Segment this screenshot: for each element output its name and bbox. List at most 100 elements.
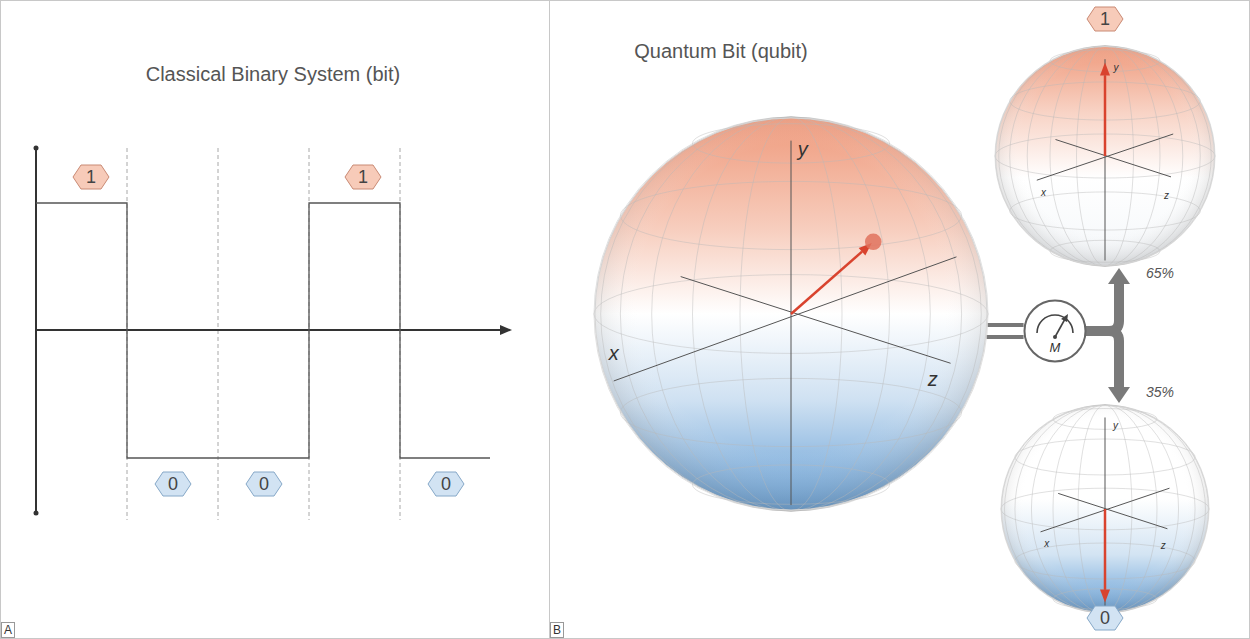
bit-value: 0 xyxy=(441,475,451,493)
bit-value-hexagon: 0 xyxy=(1086,605,1124,631)
longitude-line xyxy=(1078,405,1132,613)
bit-value-hexagon: 1 xyxy=(1086,6,1124,32)
sphere-drawing xyxy=(1001,405,1209,613)
sphere-shading xyxy=(595,118,987,510)
axis-label: x xyxy=(609,343,619,363)
state-vector-head xyxy=(1100,590,1110,603)
axis-label: y xyxy=(798,139,808,159)
sphere-outline xyxy=(1002,406,1209,613)
panel-letter: A xyxy=(1,622,15,638)
axis-label: z xyxy=(1161,541,1166,551)
bit-value-hexagon: 0 xyxy=(154,471,192,497)
figure-panel: Classical Binary System (bit) A 1 0 0 1 0 xyxy=(0,0,550,639)
axis-label: z xyxy=(1164,191,1169,201)
arrowhead xyxy=(1108,268,1130,284)
axis-line xyxy=(681,277,951,364)
sphere-grid xyxy=(594,117,988,511)
longitude-line xyxy=(594,117,988,511)
panel-title: Classical Binary System (bit) xyxy=(146,64,401,84)
sphere-grid xyxy=(995,46,1215,266)
probability-label: 65% xyxy=(1145,266,1175,280)
axis-end-dot xyxy=(34,511,39,516)
longitude-line xyxy=(1050,46,1160,266)
meter-pivot xyxy=(1053,335,1057,339)
panel-letter: B xyxy=(550,622,564,638)
axis-line xyxy=(791,141,792,505)
meter-scale xyxy=(1037,315,1073,333)
time-slot-dividers xyxy=(127,148,400,520)
bit-value-hexagon: 1 xyxy=(72,164,110,190)
longitude-line xyxy=(1031,405,1178,613)
hexagon-shape xyxy=(428,472,464,496)
longitude-line xyxy=(1001,405,1209,613)
axis-line xyxy=(1058,493,1167,528)
connector-line xyxy=(988,323,1024,327)
connector-path xyxy=(1086,331,1119,387)
longitude-line xyxy=(1053,405,1157,613)
sphere-drawing xyxy=(594,117,988,511)
longitude-line xyxy=(601,117,982,511)
axis-line xyxy=(614,257,957,381)
bit-value: 0 xyxy=(1100,609,1110,627)
longitude-line xyxy=(1015,405,1195,613)
connector xyxy=(1086,268,1130,331)
state-vector xyxy=(1104,76,1107,157)
bit-value-hexagon: 0 xyxy=(427,471,465,497)
sphere-outline xyxy=(595,118,987,510)
bit-value: 1 xyxy=(86,168,96,186)
connector-line xyxy=(987,335,1024,339)
hexagon-shape xyxy=(1087,7,1123,31)
bloch-sphere: y x z xyxy=(594,117,988,511)
hexagon-shape xyxy=(246,472,282,496)
longitude-line xyxy=(999,46,1212,266)
sphere-outline xyxy=(996,47,1215,266)
axis-end-dot xyxy=(34,146,39,151)
connector-path xyxy=(1086,284,1119,331)
longitude-line xyxy=(1010,46,1201,266)
longitude-line xyxy=(620,117,961,511)
bit-value-hexagon: 1 xyxy=(344,164,382,190)
bit-value-hexagon: 0 xyxy=(245,471,283,497)
state-vector-head xyxy=(1100,63,1110,76)
hexagon-shape xyxy=(73,165,109,189)
probability-label: 35% xyxy=(1145,385,1175,399)
sphere-shading xyxy=(996,47,1215,266)
meter-needle xyxy=(1055,319,1065,337)
meter-label: M xyxy=(1050,341,1061,354)
state-vector xyxy=(1104,509,1107,590)
axis-arrowhead xyxy=(500,325,512,335)
longitude-line xyxy=(652,117,931,511)
state-vector xyxy=(791,252,862,314)
meter-outline xyxy=(1025,301,1086,362)
hexagon-shape xyxy=(1087,606,1123,630)
time-axis xyxy=(36,329,502,331)
measurement-meter: M xyxy=(1023,299,1087,363)
arrowhead xyxy=(1108,387,1130,403)
sphere-shading xyxy=(1002,406,1209,613)
bit-value: 1 xyxy=(1100,10,1110,28)
sphere-body xyxy=(1002,406,1209,613)
bit-value: 0 xyxy=(168,475,178,493)
sphere-body xyxy=(996,47,1215,266)
bit-value: 0 xyxy=(259,475,269,493)
axis-line xyxy=(1105,417,1106,607)
axis-label: x xyxy=(1044,539,1049,549)
longitude-line xyxy=(1077,46,1134,266)
state-point xyxy=(865,234,882,251)
square-wave xyxy=(36,203,490,458)
longitude-line xyxy=(693,117,890,511)
axis-label: y xyxy=(1113,421,1118,431)
sphere-drawing xyxy=(995,46,1215,266)
hexagon-shape xyxy=(155,472,191,496)
axis-line xyxy=(1105,59,1106,260)
hexagon-shape xyxy=(345,165,381,189)
connector xyxy=(987,325,1024,337)
axis-label: z xyxy=(928,369,938,389)
meter-needle-head xyxy=(1061,314,1068,322)
panel-title: Quantum Bit (qubit) xyxy=(634,41,807,61)
bloch-sphere: y x z xyxy=(1001,405,1209,613)
sphere-grid xyxy=(1001,405,1209,613)
bit-value: 1 xyxy=(358,168,368,186)
sphere-body xyxy=(595,118,987,510)
